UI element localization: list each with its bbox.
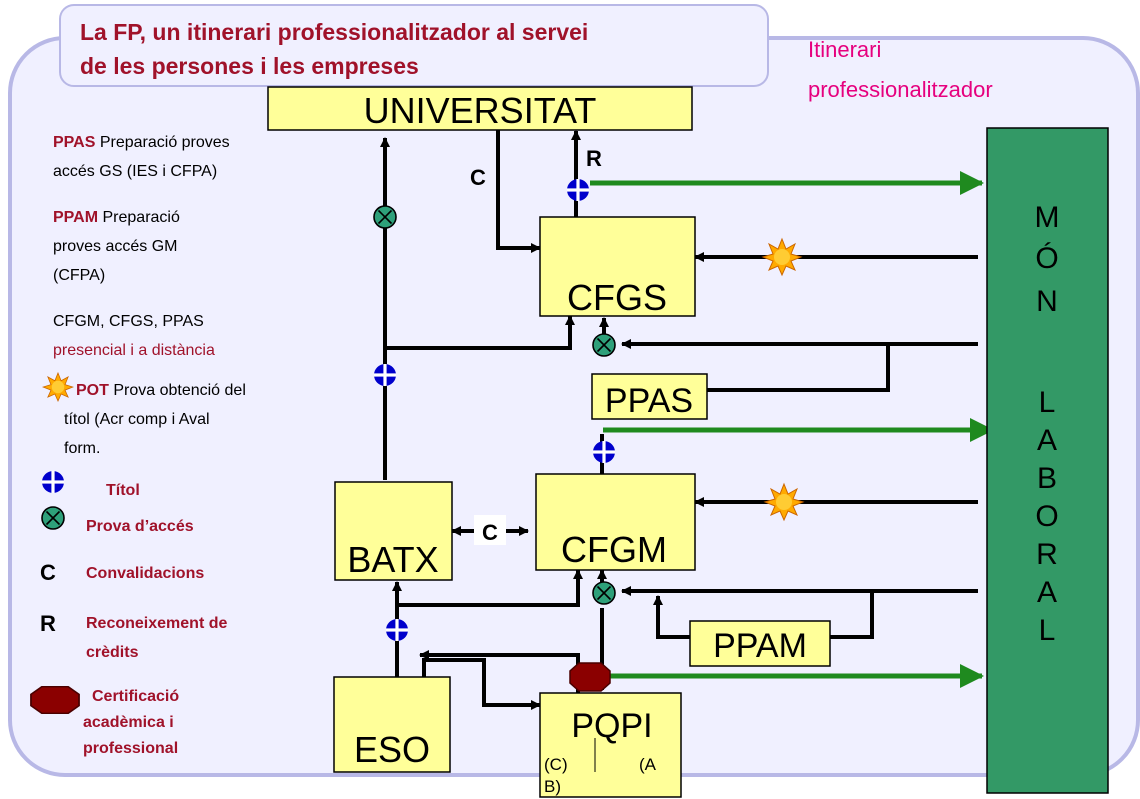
prova-acces-icon [592, 333, 616, 357]
box-eso: ESO [333, 676, 451, 773]
mon-laboral-letter: R [1036, 538, 1058, 571]
mon-laboral-letter: A [1037, 424, 1057, 457]
legend-prova-icon [41, 506, 65, 530]
legend-ppam: PPAM Preparació [53, 209, 180, 226]
connector-c-top: C [470, 165, 486, 190]
mon-laboral-letter: A [1037, 576, 1057, 609]
titol-icon [567, 179, 589, 201]
connector-c-mid-bg [474, 515, 506, 545]
box-universitat-label: UNIVERSITAT [364, 90, 597, 131]
box-cfgm: CFGM [535, 473, 696, 571]
legend-rec-1: Reconeixement de [86, 615, 227, 632]
box-cfgs: CFGS [539, 216, 696, 318]
certificacio-icon [569, 662, 611, 692]
legend-cert-icon [30, 685, 80, 715]
legend-cert-2: acadèmica i [83, 714, 174, 731]
pot-icon [762, 238, 802, 276]
legend-pot-2: títol (Acr comp i Aval [64, 411, 210, 428]
legend-ppam-3: (CFPA) [53, 267, 105, 284]
box-pqpi-c: (C) [544, 755, 568, 774]
box-pqpi: PQPI (C) (A B) [539, 692, 682, 798]
title-line-1: La FP, un itinerari professionalitzador … [80, 19, 588, 45]
connector-c-mid: C [482, 520, 498, 545]
mon-laboral-letter: N [1036, 285, 1058, 318]
legend-titol: Títol [106, 482, 140, 499]
mon-laboral-letter: L [1039, 386, 1056, 419]
box-cfgs-label: CFGS [567, 277, 667, 318]
title-tab [59, 4, 769, 87]
box-batx-label: BATX [347, 539, 438, 580]
green-arrows [590, 171, 994, 688]
prova-acces-icon [592, 581, 616, 605]
box-eso-label: ESO [354, 729, 430, 770]
connector-r-top: R [586, 146, 602, 171]
box-pqpi-a: (A [639, 755, 657, 774]
title-line-2: de les persones i les empreses [80, 53, 419, 79]
legend-prova: Prova d’accés [86, 518, 194, 535]
box-batx: BATX [334, 481, 453, 581]
box-ppam: PPAM [689, 620, 831, 667]
legend-pot-3: form. [64, 440, 100, 457]
titol-icon [386, 619, 408, 641]
itinerari-label-line-2: professionalitzador [808, 77, 993, 102]
legend-rec-symbol: R [40, 611, 56, 636]
legend-titol-icon [42, 471, 64, 493]
mon-laboral-letter: O [1035, 500, 1058, 533]
legend-pot-icon [42, 372, 74, 402]
legend-ppam-2: proves accés GM [53, 238, 177, 255]
mon-laboral-letter: B [1037, 462, 1057, 495]
legend-cert-3: professional [83, 740, 178, 757]
box-ppas: PPAS [591, 373, 708, 420]
legend-ppas-2: accés GS (IES i CFPA) [53, 163, 217, 180]
pot-icon [764, 483, 804, 521]
legend-modes-1: CFGM, CFGS, PPAS [53, 313, 204, 330]
mon-laboral-letter: Ó [1035, 242, 1058, 275]
box-pqpi-label: PQPI [571, 707, 652, 745]
box-universitat: UNIVERSITAT [267, 86, 693, 131]
box-cfgm-label: CFGM [561, 529, 667, 570]
box-pqpi-b: B) [544, 777, 561, 796]
box-ppam-label: PPAM [713, 627, 807, 665]
mon-laboral-letter: L [1039, 614, 1056, 647]
legend-pot: POT Prova obtenció del [76, 382, 246, 399]
titol-icon [374, 364, 396, 386]
legend: PPAS Preparació proves accés GS (IES i C… [30, 134, 246, 757]
box-ppas-label: PPAS [605, 382, 693, 420]
mon-laboral-letter: M [1035, 201, 1060, 234]
itinerari-label-line-1: Itinerari [808, 37, 881, 62]
legend-rec-2: crèdits [86, 644, 139, 661]
legend-conv-symbol: C [40, 560, 56, 585]
legend-conv: Convalidacions [86, 565, 204, 582]
legend-modes-2: presencial i a distància [53, 342, 215, 359]
prova-acces-icon [373, 205, 397, 229]
titol-icon [593, 441, 615, 463]
legend-ppas: PPAS Preparació proves [53, 134, 230, 151]
legend-cert-1: Certificació [92, 688, 179, 705]
